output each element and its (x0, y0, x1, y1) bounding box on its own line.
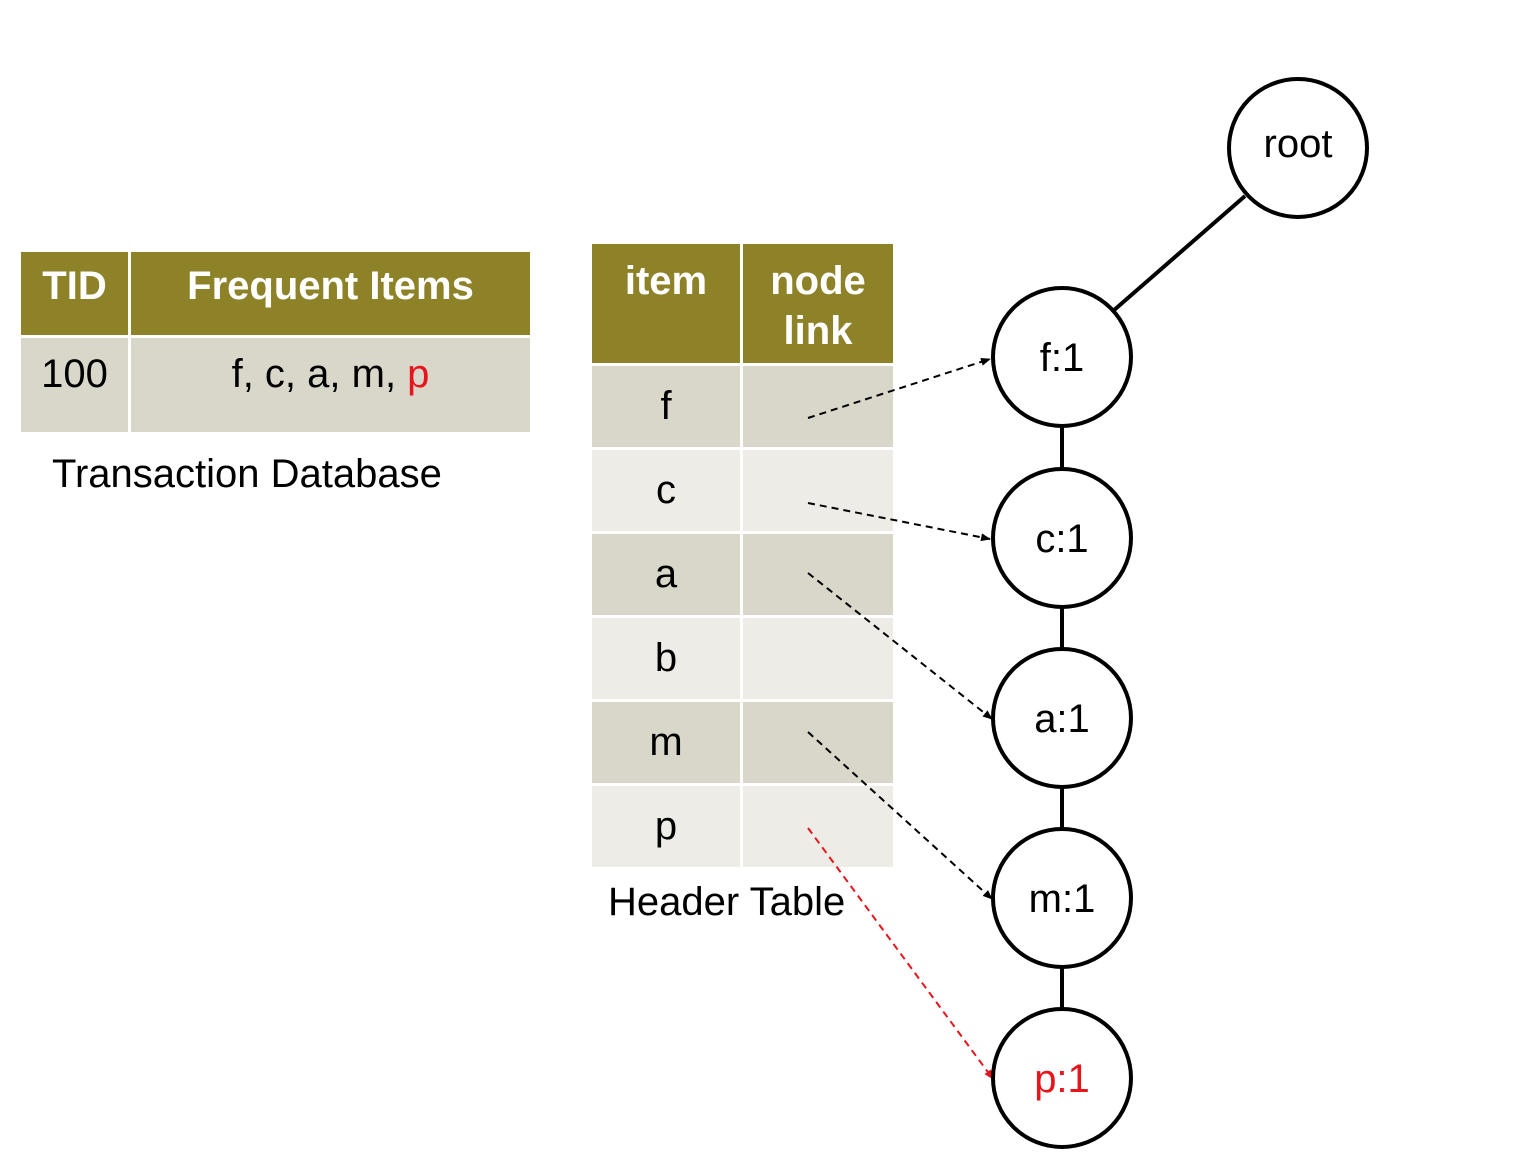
tree-node-label: root (1264, 122, 1333, 166)
tree-node-label: a:1 (1034, 697, 1090, 741)
tree-node-label: c:1 (1035, 517, 1088, 561)
header-table-caption: Header Table (608, 880, 846, 924)
tree-node-p: p:1 (991, 1007, 1133, 1149)
tree-node-f: f:1 (991, 286, 1133, 428)
node-link-cell (740, 531, 896, 618)
tree-node-c: c:1 (991, 467, 1133, 609)
table-row: b (589, 615, 896, 702)
table-row: c (589, 447, 896, 534)
items-text: f, c, a, m, (231, 352, 408, 396)
header-item-a: a (589, 531, 743, 618)
node-link-arrow-c (807, 502, 991, 542)
node-link-cell (740, 363, 896, 450)
frequent-items-cell: f, c, a, m, p (128, 335, 533, 435)
table-row: 100 f, c, a, m, p (18, 335, 533, 435)
tree-node-label: f:1 (1040, 336, 1084, 380)
node-link-arrow-f (807, 357, 991, 419)
table-row: a (589, 531, 896, 618)
transaction-database-caption: Transaction Database (52, 452, 442, 496)
item-header: item (589, 241, 743, 366)
node-link-arrow-m (807, 731, 993, 900)
table-row: f (589, 363, 896, 450)
edge-root-f (1111, 194, 1247, 313)
tree-node-label: p:1 (1034, 1057, 1090, 1101)
tree-node-m: m:1 (991, 827, 1133, 969)
node-link-line1: node (770, 259, 866, 303)
header-item-c: c (589, 447, 743, 534)
table-row: p (589, 783, 896, 870)
table-row: m (589, 699, 896, 786)
node-link-arrow-a (807, 572, 993, 720)
node-link-cell (740, 447, 896, 534)
node-link-cell (740, 783, 896, 870)
node-link-line2: link (783, 309, 853, 353)
header-item-m: m (589, 699, 743, 786)
node-link-arrow-p (807, 827, 994, 1080)
node-link-cell (740, 615, 896, 702)
tree-node-a: a:1 (991, 647, 1133, 789)
items-highlight: p (407, 352, 430, 396)
tid-cell: 100 (18, 335, 131, 435)
transaction-table: TID Frequent Items 100 f, c, a, m, p (18, 249, 533, 435)
frequent-items-header: Frequent Items (128, 249, 533, 338)
node-link-header: node link (740, 241, 896, 366)
header-item-p: p (589, 783, 743, 870)
tree-node-label: m:1 (1029, 877, 1096, 921)
node-link-cell (740, 699, 896, 786)
tree-node-root: root (1227, 77, 1369, 219)
header-table: item node link f c a b m p (589, 241, 896, 870)
tid-header: TID (18, 249, 131, 338)
header-item-f: f (589, 363, 743, 450)
header-item-b: b (589, 615, 743, 702)
